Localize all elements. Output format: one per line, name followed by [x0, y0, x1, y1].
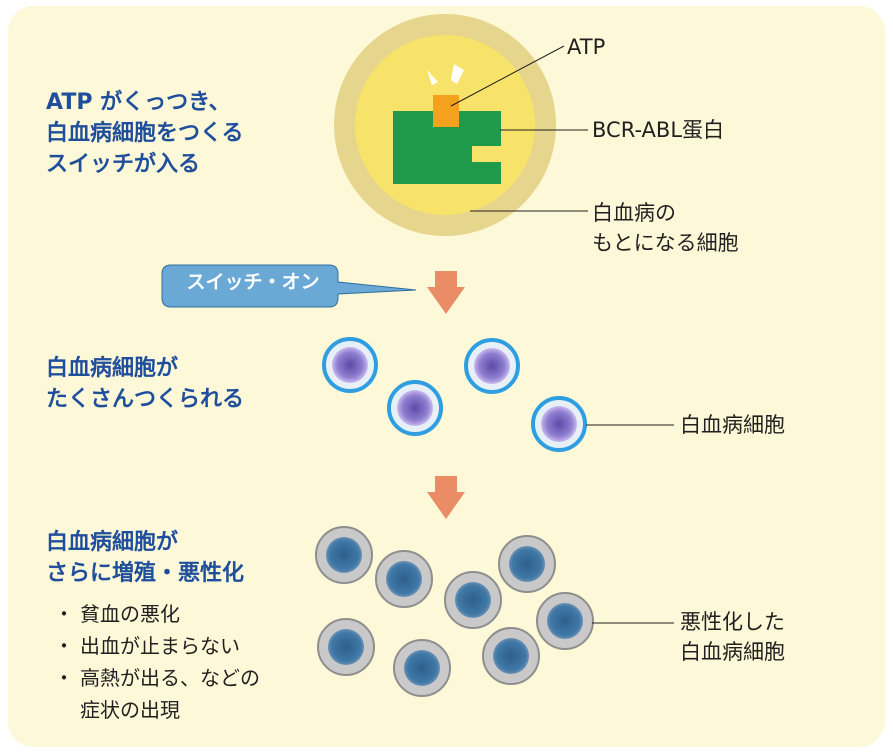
- malignant-cell: [393, 639, 451, 697]
- leukemia-cell: [464, 338, 520, 394]
- progenitor-cell-label: 白血病の もとになる細胞: [592, 198, 739, 258]
- malignant-cell: [315, 526, 373, 584]
- bcr-abl-label: BCR-ABL蛋白: [592, 118, 725, 142]
- down-arrow-icon: [427, 476, 465, 519]
- atp-leader-line: [450, 45, 565, 107]
- progenitor-cell: [334, 14, 556, 236]
- step2-headline-line: たくさんつくられる: [46, 387, 245, 412]
- malignant-cell: [498, 535, 556, 593]
- bullet: ・: [54, 666, 74, 690]
- step1-headline: ATP がくっつき、 白血病細胞をつくる スイッチが入る: [46, 87, 244, 180]
- leukemia-cell: [531, 396, 587, 452]
- malignant-cell: [317, 618, 375, 676]
- step1-headline-line: ATP がくっつき、: [46, 90, 231, 115]
- step2-headline: 白血病細胞が たくさんつくられる: [46, 353, 244, 415]
- step2-headline-line: 白血病細胞が: [46, 356, 179, 381]
- step3-headline: 白血病細胞が さらに増殖・悪性化: [46, 527, 244, 589]
- symptom-item: ・高熱が出る、などの: [52, 662, 260, 694]
- leukemia-cell: [322, 337, 378, 393]
- symptom-item-continuation: 症状の出現: [52, 694, 260, 726]
- symptom-item: ・貧血の悪化: [52, 598, 260, 630]
- malignant-cell-label-line: 悪性化した: [680, 610, 785, 634]
- atp-spark-icon: [427, 64, 464, 85]
- symptom-text: 出血が止まらない: [80, 634, 240, 658]
- leukemia-cell-label: 白血病細胞: [680, 413, 785, 437]
- malignant-cells: [315, 526, 594, 697]
- progenitor-cell-label-line: もとになる細胞: [592, 231, 739, 255]
- bullet: ・: [54, 634, 74, 658]
- step3-headline-line: 白血病細胞が: [46, 530, 179, 555]
- step3-headline-line: さらに増殖・悪性化: [46, 561, 245, 586]
- malignant-cell-label: 悪性化した 白血病細胞: [680, 607, 785, 667]
- leukemia-cell: [387, 380, 443, 436]
- symptom-text: 貧血の悪化: [80, 602, 180, 626]
- diagram-canvas: [161, 14, 674, 697]
- leukemia-cells: [322, 337, 587, 452]
- progenitor-cell-label-line: 白血病の: [592, 201, 676, 225]
- malignant-cell: [444, 571, 502, 629]
- step1-headline-line: スイッチが入る: [46, 152, 201, 177]
- malignant-cell: [482, 627, 540, 685]
- malignant-cell-label-line: 白血病細胞: [680, 640, 785, 664]
- symptom-text: 高熱が出る、などの: [80, 666, 260, 690]
- bcr-abl-protein: [393, 111, 501, 184]
- step1-headline-line: 白血病細胞をつくる: [46, 121, 244, 146]
- malignant-cell: [536, 592, 594, 650]
- switch-on-label: スイッチ・オン: [186, 271, 320, 293]
- bullet: ・: [54, 602, 74, 626]
- down-arrow-icon: [427, 271, 465, 314]
- symptom-list: ・貧血の悪化 ・出血が止まらない ・高熱が出る、などの 症状の出現: [52, 598, 260, 726]
- symptom-text: 症状の出現: [80, 698, 180, 722]
- atp-label: ATP: [567, 35, 606, 59]
- malignant-cell: [375, 550, 433, 608]
- atp-molecule: [433, 95, 459, 127]
- diagram-panel: ATP がくっつき、 白血病細胞をつくる スイッチが入る ATP BCR-ABL…: [8, 6, 885, 747]
- switch-on-callout: [161, 264, 417, 308]
- symptom-item: ・出血が止まらない: [52, 630, 260, 662]
